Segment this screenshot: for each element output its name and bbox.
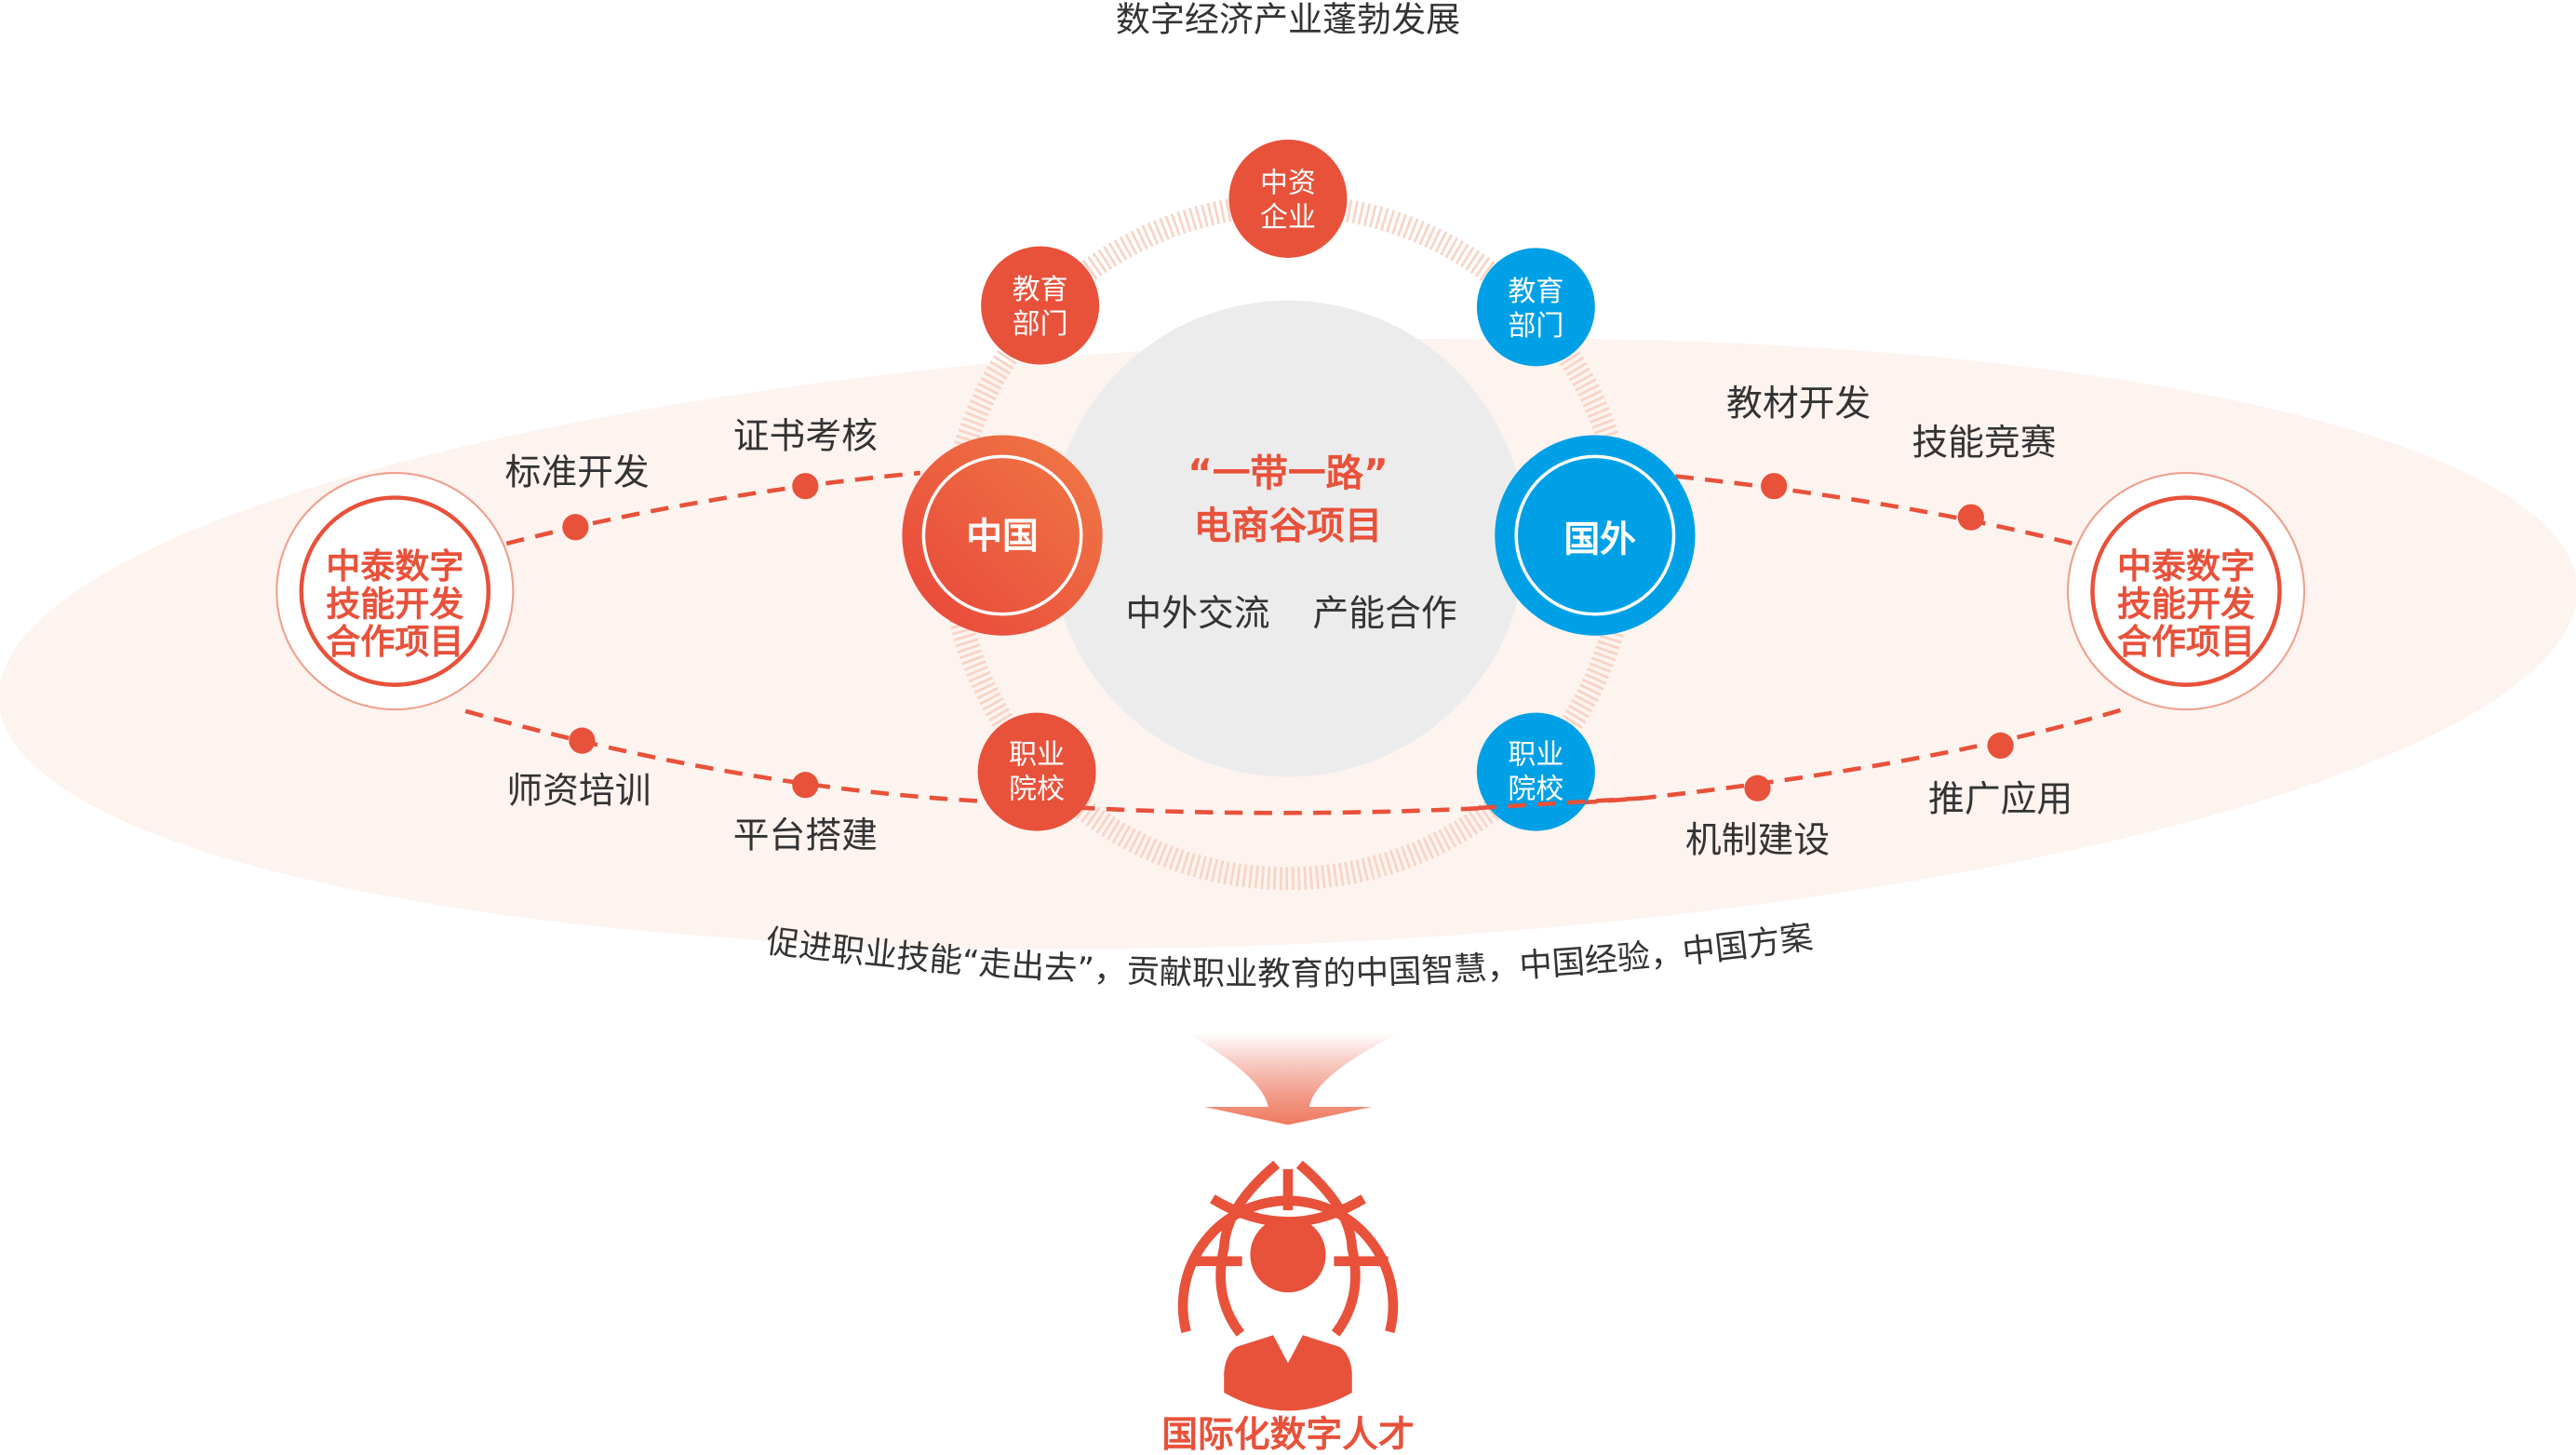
label-promotion: 推广应用: [1928, 778, 2073, 820]
svg-text:教育: 教育: [1013, 274, 1068, 306]
global-talent-icon: [1177, 1160, 1399, 1411]
center-title-line2: 电商谷项目: [1194, 504, 1383, 548]
page-title: 数字经济产业蓬勃发展: [1116, 0, 1460, 40]
node-edu-dept-abroad: 教育 部门: [1476, 248, 1595, 367]
svg-text:合作项目: 合作项目: [2117, 622, 2255, 662]
svg-text:技能开发: 技能开发: [2117, 585, 2255, 625]
node-chinese-enterprise: 中资 企业: [1228, 139, 1348, 258]
label-competition: 技能竞赛: [1912, 423, 2056, 465]
svg-text:部门: 部门: [1508, 310, 1563, 343]
svg-text:合作项目: 合作项目: [326, 622, 463, 662]
svg-text:中国: 中国: [966, 516, 1039, 558]
svg-text:中资: 中资: [1260, 167, 1316, 199]
label-platform: 平台搭建: [733, 815, 878, 856]
svg-text:国外: 国外: [1563, 519, 1636, 561]
label-teacher: 师资培训: [506, 771, 651, 813]
down-arrow-icon: [1186, 1032, 1400, 1125]
route-upper-right: [1675, 474, 2080, 547]
result-label: 国际化数字人才: [1161, 1414, 1415, 1455]
label-textbook: 教材开发: [1726, 383, 1871, 424]
svg-text:院校: 院校: [1508, 773, 1563, 805]
node-voc-school-abroad: 职业 院校: [1476, 712, 1595, 831]
node-china: 中国: [902, 435, 1103, 636]
label-standard: 标准开发: [505, 451, 650, 493]
svg-text:职业: 职业: [1009, 738, 1065, 771]
project-circle-left: 中泰数字 技能开发 合作项目: [275, 472, 515, 711]
svg-text:职业: 职业: [1508, 738, 1563, 771]
route-dots: [562, 473, 2014, 802]
route-upper-left: [505, 470, 921, 546]
center-cooperation: 产能合作: [1312, 593, 1456, 635]
node-edu-dept-china: 教育 部门: [981, 246, 1100, 365]
svg-text:企业: 企业: [1260, 201, 1316, 234]
label-certificate: 证书考核: [733, 416, 878, 458]
node-voc-school-china: 职业 院校: [977, 712, 1096, 831]
center-exchange: 中外交流: [1125, 593, 1269, 635]
node-abroad: 国外: [1495, 435, 1696, 636]
svg-text:中泰数字: 中泰数字: [326, 546, 463, 586]
svg-text:院校: 院校: [1009, 773, 1065, 805]
svg-text:中泰数字: 中泰数字: [2117, 546, 2255, 586]
center-title-line1: “一带一路”: [1187, 451, 1389, 495]
route-lower: [464, 706, 2129, 815]
svg-text:部门: 部门: [1013, 308, 1068, 341]
label-mechanism: 机制建设: [1685, 820, 1830, 862]
center-circle: [1050, 300, 1526, 777]
svg-text:教育: 教育: [1508, 276, 1563, 308]
svg-text:技能开发: 技能开发: [326, 585, 463, 625]
project-circle-right: 中泰数字 技能开发 合作项目: [2066, 472, 2306, 711]
